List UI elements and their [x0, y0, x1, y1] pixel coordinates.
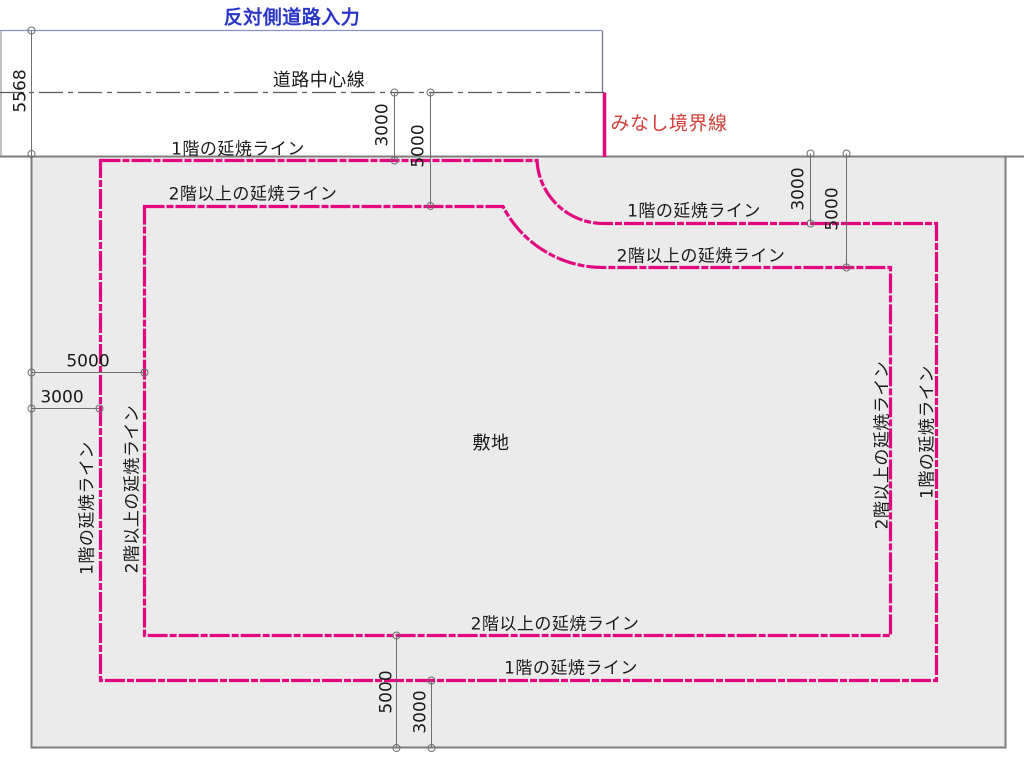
- dimension-lines: [31, 30, 847, 748]
- deemed-boundary-label: みなし境界線: [610, 112, 728, 135]
- dim-text-right-5000: 5000: [822, 187, 843, 231]
- dim-text-bottom-5000: 5000: [376, 670, 397, 714]
- dim-text-right-3000: 3000: [788, 167, 809, 211]
- dim-text-top-3000: 3000: [372, 103, 393, 147]
- floor2-line-label-top-left: 2階以上の延焼ライン: [168, 184, 338, 205]
- floor2-line-label-top-right: 2階以上の延焼ライン: [616, 246, 786, 267]
- dim-text-left-3000: 3000: [40, 387, 84, 408]
- site-area: [30, 155, 1007, 749]
- floor1-line-label-right: 1階の延焼ライン: [917, 365, 938, 499]
- floor2-line-label-bottom: 2階以上の延焼ライン: [470, 614, 640, 635]
- floor2-line-label-left: 2階以上の延焼ライン: [122, 404, 143, 574]
- dim-text-left-5000: 5000: [66, 351, 110, 372]
- floor2-line-label-right: 2階以上の延焼ライン: [872, 360, 893, 530]
- dim-text-bottom-3000: 3000: [410, 690, 431, 734]
- dimension-markers: [27, 26, 851, 752]
- floor1-line-label-left: 1階の延焼ライン: [77, 441, 98, 575]
- floor1-line-label-bottom: 1階の延焼ライン: [504, 658, 638, 679]
- site-label: 敷地: [472, 433, 510, 454]
- fire-spread-line-floor1: [98, 158, 939, 683]
- floor1-line-label-top-right: 1階の延焼ライン: [627, 201, 761, 222]
- road-center-line-label: 道路中心線: [272, 70, 366, 91]
- dim-text-5568: 5568: [10, 69, 31, 113]
- opposite-road-input-label: 反対側道路入力: [223, 6, 361, 29]
- fire-spread-line-floor2: [142, 204, 893, 638]
- dim-text-top-5000: 5000: [408, 124, 429, 168]
- floor1-line-label-top-left: 1階の延焼ライン: [171, 139, 305, 160]
